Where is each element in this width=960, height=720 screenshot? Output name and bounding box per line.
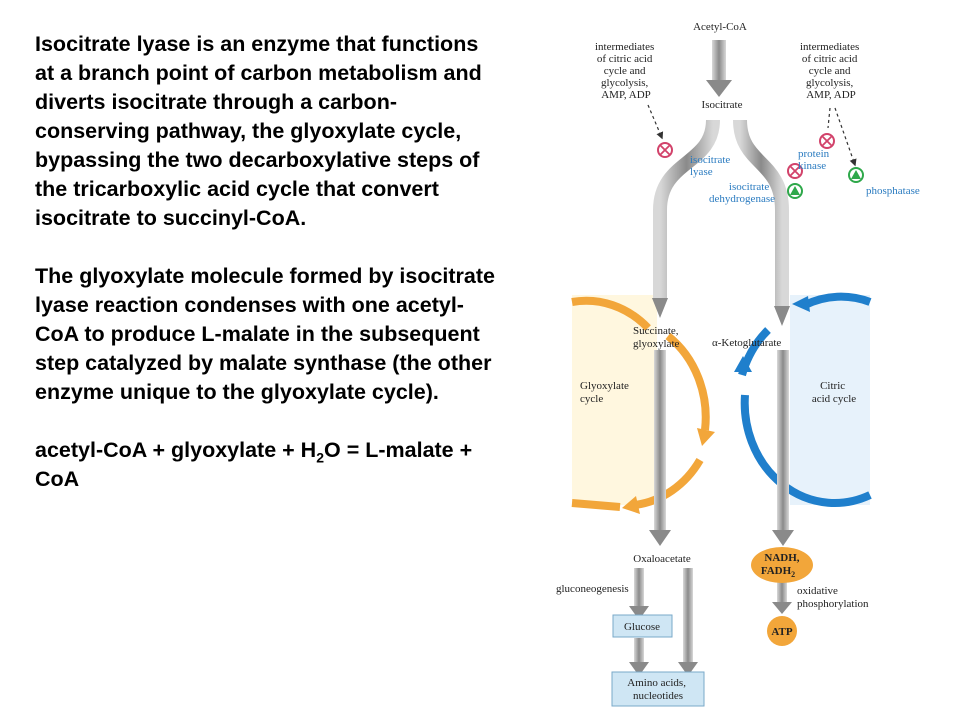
glucose-to-amino-acids-arrow <box>629 638 649 676</box>
glucose-box: Glucose <box>612 614 673 638</box>
equation: acetyl-CoA + glyoxylate + H2O = L-malate… <box>35 436 495 494</box>
inhibit-protein-kinase-icon <box>819 133 835 149</box>
glucose-label: Glucose <box>624 621 660 633</box>
citric-acid-cycle-label: Citric acid cycle <box>812 380 856 405</box>
oxaloacetate-to-amino-acids-arrow <box>678 568 698 676</box>
isocitrate-lyase-branch-arrow <box>652 119 720 318</box>
right-regulator-dashed-arrow <box>834 107 857 167</box>
paragraph-isocitrate-lyase: Isocitrate lyase is an enzyme that funct… <box>35 32 482 230</box>
oxidative-phosphorylation-label: oxidative phosphorylation <box>797 585 869 610</box>
inhibit-dehydrogenase-icon <box>787 163 803 179</box>
nadh-to-atp-arrow <box>772 582 792 614</box>
equation-subscript: 2 <box>316 449 324 466</box>
alpha-ketoglutarate-label: α-Ketoglutarate <box>712 337 781 349</box>
activate-dehydrogenase-icon <box>787 183 803 199</box>
paragraph-glyoxylate: The glyoxylate molecule formed by isocit… <box>35 264 496 404</box>
acetyl-coa-arrow <box>706 40 732 97</box>
fadh-label: FADH2 <box>761 565 795 579</box>
succinate-glyoxylate-label: Succinate, glyoxylate <box>633 325 681 350</box>
ketoglutarate-to-nadh-arrow <box>772 350 794 546</box>
atp-label: ATP <box>771 626 792 638</box>
right-regulator-to-kinase-arrow <box>827 107 831 129</box>
atp-node: ATP <box>767 616 797 646</box>
protein-kinase-label: protein kinase <box>798 148 832 172</box>
oxaloacetate-label: Oxaloacetate <box>633 553 691 565</box>
glyoxylate-cycle-label: Glyoxylate cycle <box>580 380 632 405</box>
amino-acids-label: Amino acids, nucleotides <box>627 677 688 702</box>
gluconeogenesis-label: gluconeogenesis <box>556 583 629 595</box>
isocitrate-dehydrogenase-label: isocitrate dehydrogenase <box>709 181 775 205</box>
equation-part1: acetyl-CoA + glyoxylate + H <box>35 438 317 462</box>
isocitrate-lyase-label: isocitrate lyase <box>690 154 733 178</box>
right-regulators-label: intermediates of citric acid cycle and g… <box>800 41 862 101</box>
equation-part2: O = L-malate + CoA <box>35 438 473 491</box>
succinate-to-oxaloacetate-arrow <box>649 350 671 546</box>
activate-phosphatase-icon <box>848 167 864 183</box>
text-column: Isocitrate lyase is an enzyme that funct… <box>35 30 495 523</box>
left-regulators-label: intermediates of citric acid cycle and g… <box>595 41 657 101</box>
glyoxylate-pathway-diagram: Acetyl-CoA intermediates of citric acid … <box>556 21 920 707</box>
nadh-label: NADH, <box>764 552 799 564</box>
nadh-fadh-node: NADH, FADH2 <box>751 547 813 583</box>
phosphatase-label: phosphatase <box>866 185 920 197</box>
inhibit-isocitrate-lyase-icon <box>657 142 673 158</box>
acetyl-coa-label: Acetyl-CoA <box>693 21 747 33</box>
isocitrate-dehydrogenase-branch-arrow <box>733 119 790 326</box>
isocitrate-label: Isocitrate <box>702 99 743 111</box>
left-regulator-dashed-arrow <box>647 104 664 140</box>
glyoxylate-cycle-background <box>572 295 657 505</box>
glyoxylate-cycle-arc <box>571 296 715 514</box>
amino-acids-box: Amino acids, nucleotides <box>611 671 705 707</box>
citric-cycle-background <box>790 295 870 505</box>
oxaloacetate-to-glucose-arrow <box>629 568 649 620</box>
